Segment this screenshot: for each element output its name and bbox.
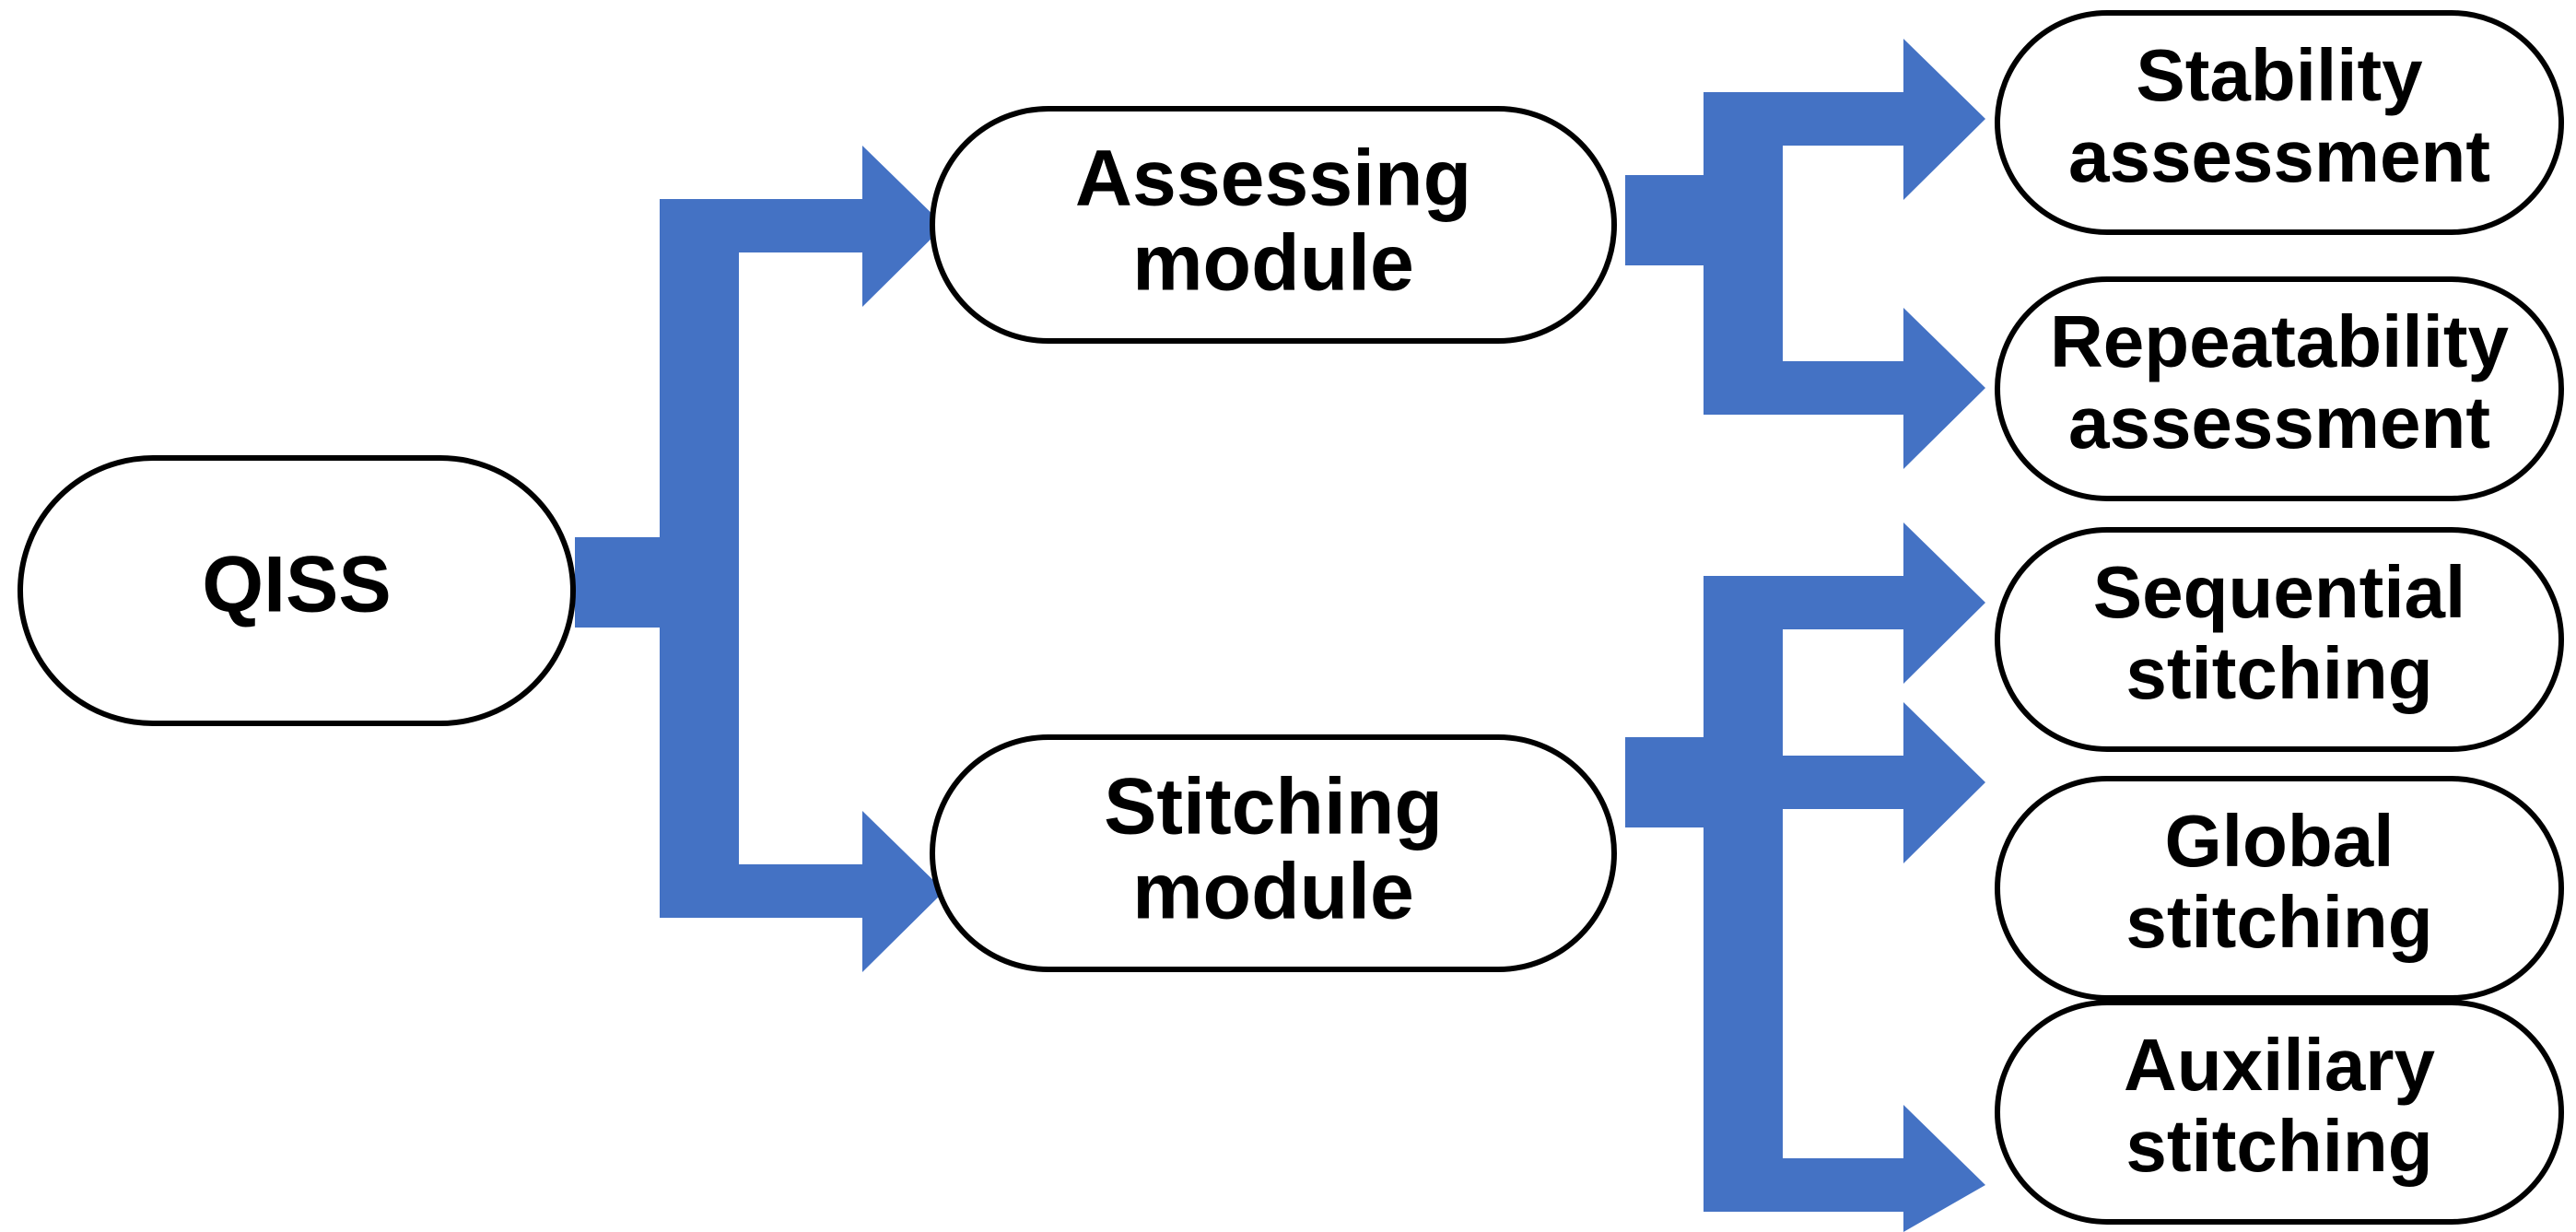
- connector-qiss-to-modules: [575, 146, 944, 972]
- node-auxiliary-stitching[interactable]: Auxiliary stitching: [1995, 1000, 2564, 1225]
- connector-assessing-to-children: [1625, 39, 1985, 469]
- node-auxiliary-stitching-label-line-1: Auxiliary: [2124, 1024, 2435, 1106]
- connector-arrow-to-global-stitching: [1704, 702, 1985, 863]
- node-sequential-stitching-label-line-2: stitching: [2125, 632, 2432, 714]
- node-global-stitching-label-line-1: Global: [2165, 800, 2395, 882]
- node-stitching-module-label-line-1: Stitching: [1104, 763, 1443, 851]
- connector-stitching-to-children: [1625, 522, 1985, 1232]
- node-sequential-stitching-label-line-1: Sequential: [2093, 551, 2466, 633]
- node-repeatability-assessment[interactable]: Repeatability assessment: [1995, 276, 2564, 501]
- connector-vertical-stem: [1704, 576, 1783, 1212]
- node-sequential-stitching[interactable]: Sequential stitching: [1995, 527, 2564, 752]
- node-qiss-label-line-1: QISS: [202, 541, 392, 629]
- node-assessing-module[interactable]: Assessing module: [930, 106, 1617, 344]
- node-global-stitching-shape[interactable]: [1995, 776, 2564, 1001]
- node-repeatability-assessment-label-line-1: Repeatability: [2050, 300, 2509, 382]
- node-repeatability-assessment-label-line-2: assessment: [2068, 381, 2490, 463]
- node-stability-assessment[interactable]: Stability assessment: [1995, 10, 2564, 235]
- node-repeatability-assessment-shape[interactable]: [1995, 276, 2564, 501]
- connector-vertical-stem: [1704, 92, 1783, 415]
- node-stitching-module[interactable]: Stitching module: [930, 734, 1617, 972]
- node-stitching-module-shape[interactable]: [930, 734, 1617, 972]
- node-global-stitching-label-line-2: stitching: [2125, 881, 2432, 963]
- node-sequential-stitching-shape[interactable]: [1995, 527, 2564, 752]
- connector-arrow-to-repeatability-assessment: [1704, 308, 1985, 469]
- node-qiss-shape[interactable]: [18, 455, 576, 726]
- node-assessing-module-label-line-1: Assessing: [1075, 135, 1471, 223]
- connector-arrow-to-assessing-module: [660, 146, 944, 307]
- connector-arrow-to-auxiliary-stitching: [1704, 1105, 1985, 1232]
- connector-vertical-stem: [660, 199, 739, 918]
- connector-arrow-to-stability-assessment: [1704, 39, 1985, 200]
- node-stability-assessment-shape[interactable]: [1995, 10, 2564, 235]
- node-stability-assessment-label-line-1: Stability: [2136, 34, 2423, 116]
- node-qiss[interactable]: QISS: [18, 455, 576, 726]
- connector-arrow-to-sequential-stitching: [1704, 522, 1985, 684]
- node-global-stitching[interactable]: Global stitching: [1995, 776, 2564, 1001]
- node-assessing-module-label-line-2: module: [1132, 219, 1414, 308]
- node-stability-assessment-label-line-2: assessment: [2068, 115, 2490, 197]
- node-auxiliary-stitching-shape[interactable]: [1995, 1000, 2564, 1225]
- node-auxiliary-stitching-label-line-2: stitching: [2125, 1105, 2432, 1187]
- connector-input-stub: [575, 537, 676, 628]
- node-stitching-module-label-line-2: module: [1132, 848, 1414, 936]
- connector-arrow-to-stitching-module: [660, 811, 944, 972]
- node-assessing-module-shape[interactable]: [930, 106, 1617, 344]
